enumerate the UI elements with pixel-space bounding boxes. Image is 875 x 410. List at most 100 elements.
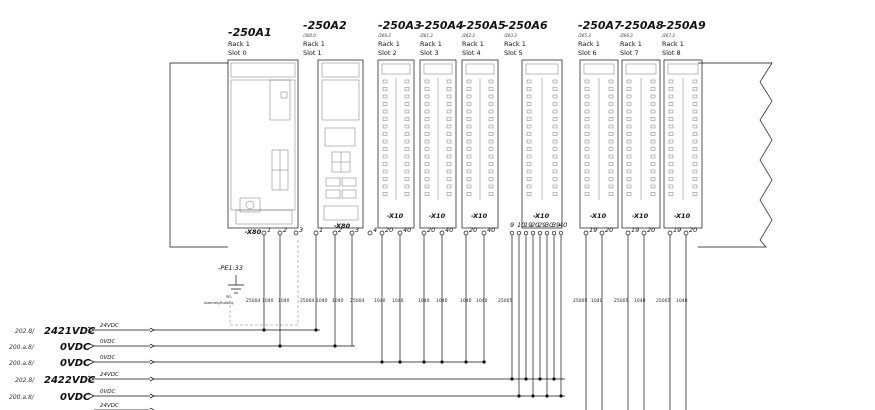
channel-led [382,192,388,196]
connector-label-x10: -X10 [429,212,446,220]
module-slot: Slot 8 [662,49,681,57]
channel-led [424,94,430,99]
module-tag: -250A7 [578,19,622,32]
crossref-label: 25005 [498,298,512,304]
channel-led [446,117,452,121]
channel-led [668,117,674,121]
bus-name: 2421VDC [44,326,96,337]
channel-led [404,169,410,174]
channel-led [404,139,410,144]
channel-led [526,87,532,91]
channel-led [692,162,698,166]
channel-led [552,102,558,106]
channel-led [650,87,656,91]
io-module-led-panel [525,63,559,75]
channel-led [424,139,430,144]
channel-led [488,192,494,196]
channel-led [650,94,656,99]
channel-led [488,124,494,129]
crossref-label: 25005 [573,298,587,304]
terminal-point [523,230,529,236]
terminal-point [551,230,557,236]
channel-led [692,177,698,181]
channel-led [650,184,656,189]
module-ref: /262.3 [461,33,475,38]
module-tag: -250A9 [662,19,706,32]
channel-led [382,94,388,99]
channel-led [526,109,532,114]
channel-led [608,124,614,129]
channel-led [526,184,532,189]
bus-arrowhead [149,376,155,382]
channel-led [584,162,590,166]
pe-label: -PE1:33 [218,264,243,272]
channel-led [626,102,632,106]
crossref-label: 1040 [460,298,472,304]
channel-led [526,147,532,151]
channel-led [382,177,388,181]
channel-led [692,117,698,121]
channel-led [446,169,452,174]
module-tag: -250A5 [462,19,506,32]
channel-led [650,124,656,129]
channel-led [668,79,674,84]
module-ref: /263.3 [503,33,517,38]
module-ref: /260.3 [377,33,391,38]
channel-led [608,154,614,159]
channel-led [552,124,558,129]
channel-led [488,154,494,159]
terminal-number: 40 [559,221,567,229]
channel-led [584,117,590,121]
terminal-point [367,230,373,236]
channel-led [404,124,410,129]
terminal-point [544,230,550,236]
channel-led [488,87,494,91]
channel-led [466,162,472,166]
channel-led [692,102,698,106]
channel-led [608,117,614,121]
channel-led [446,192,452,196]
module-tag: -250A6 [504,19,548,32]
channel-led [526,94,532,99]
channel-led [626,79,632,84]
terminal-number: 1 [267,226,271,234]
module-slot: Slot 3 [420,49,439,57]
bus-name: 0VDC [60,358,91,369]
channel-led [466,109,472,114]
bus-wire-label: 0VDC [100,339,115,345]
io-module-led-panel [583,63,615,75]
channel-led [526,139,532,144]
junction-dot [262,328,266,332]
channel-led [552,169,558,174]
module-slot: Slot 7 [620,49,639,57]
channel-led [626,192,632,196]
channel-led [552,147,558,151]
terminal-point [599,230,605,236]
channel-led [526,117,532,121]
channel-led [626,139,632,144]
channel-led [668,132,674,136]
channel-led [446,147,452,151]
channel-led [552,139,558,144]
bus-arrowhead [149,393,155,399]
channel-led [404,177,410,181]
connector-label-x10: -X10 [533,212,550,220]
terminal-point [625,230,631,236]
terminal-point [277,230,283,236]
channel-led [382,124,388,129]
bus-wire-label: 24VDC [100,323,119,329]
channel-led [488,184,494,189]
terminal-number: 19 [524,221,532,229]
channel-led [552,184,558,189]
channel-led [382,132,388,136]
terminal-number: 40 [445,226,453,234]
pe-sub: PE1 [226,295,232,299]
channel-led [446,109,452,114]
bus-crossref: 200.a.8/ [9,360,35,367]
bus-wire-label: 24VDC [100,372,119,378]
crossref-label: 25004 [350,298,364,304]
connector-label-x80: -X80 [334,222,351,230]
channel-led [424,177,430,181]
channel-led [552,79,558,84]
